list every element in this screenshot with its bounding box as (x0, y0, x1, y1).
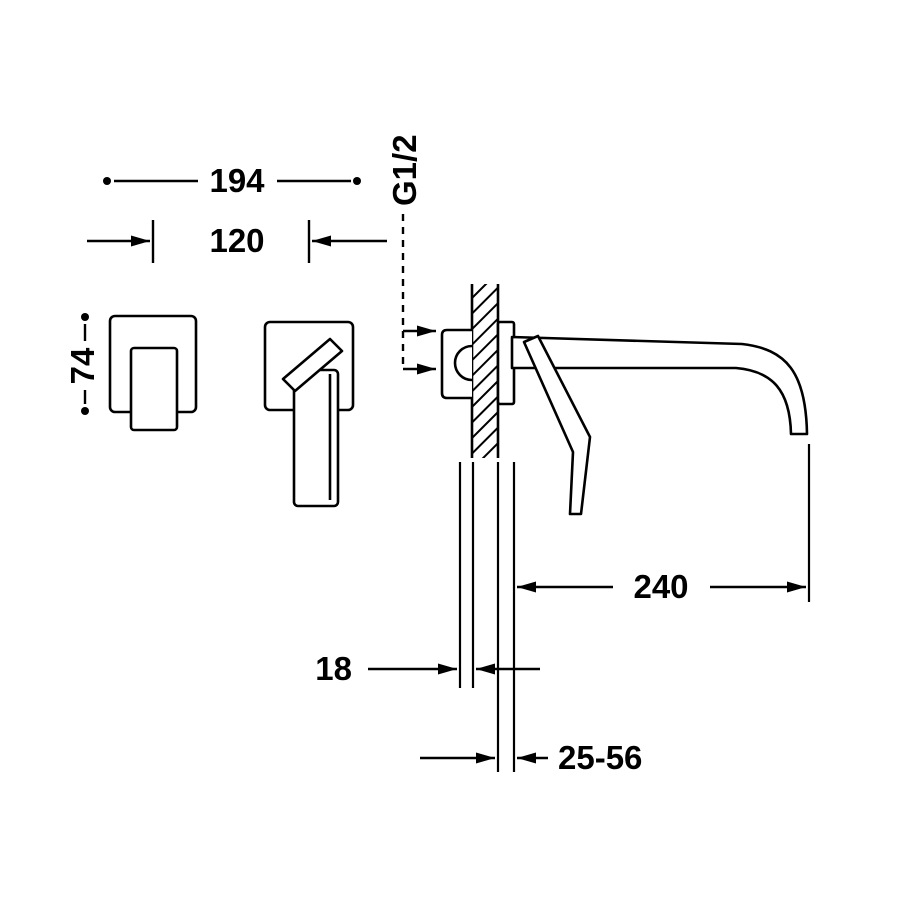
wall-hatch (472, 284, 498, 458)
depth-range-label: 25-56 (558, 739, 642, 776)
dim-wall-depth-range: 25-56 (420, 739, 642, 776)
concealed-body (440, 328, 473, 400)
lever-blade (292, 368, 340, 508)
extension-lines (458, 444, 811, 772)
body-connection-arc (453, 344, 473, 382)
wall-section (470, 284, 500, 458)
faucet-side-view (496, 320, 809, 516)
handle-block (129, 346, 179, 432)
dim-overall-width: 194 (103, 162, 361, 199)
overall-width-label: 194 (209, 162, 265, 199)
dim-plate-height: 74 (64, 313, 101, 415)
thread-size-callout: G1/2 (386, 134, 436, 375)
center-distance-label: 120 (209, 222, 264, 259)
dim-center-distance: 120 (87, 220, 387, 263)
dim-dot-right (353, 177, 361, 185)
spout-reach-label: 240 (633, 568, 688, 605)
body-housing (440, 328, 472, 400)
dim-dot-left (103, 177, 111, 185)
thread-size-label: G1/2 (386, 134, 423, 206)
spout (510, 335, 809, 436)
dim-plate-depth: 18 (315, 650, 540, 687)
lever-grip (281, 337, 344, 393)
plate-height-label: 74 (64, 347, 101, 384)
lever-handle-side (522, 334, 592, 516)
dim-spout-reach: 240 (517, 568, 806, 605)
dim-dot-bottom (81, 407, 89, 415)
dim-dot-top (81, 313, 89, 321)
handle-plate-front-view (108, 314, 198, 432)
lever-plate-front-view (263, 320, 355, 508)
plate-depth-label: 18 (315, 650, 352, 687)
